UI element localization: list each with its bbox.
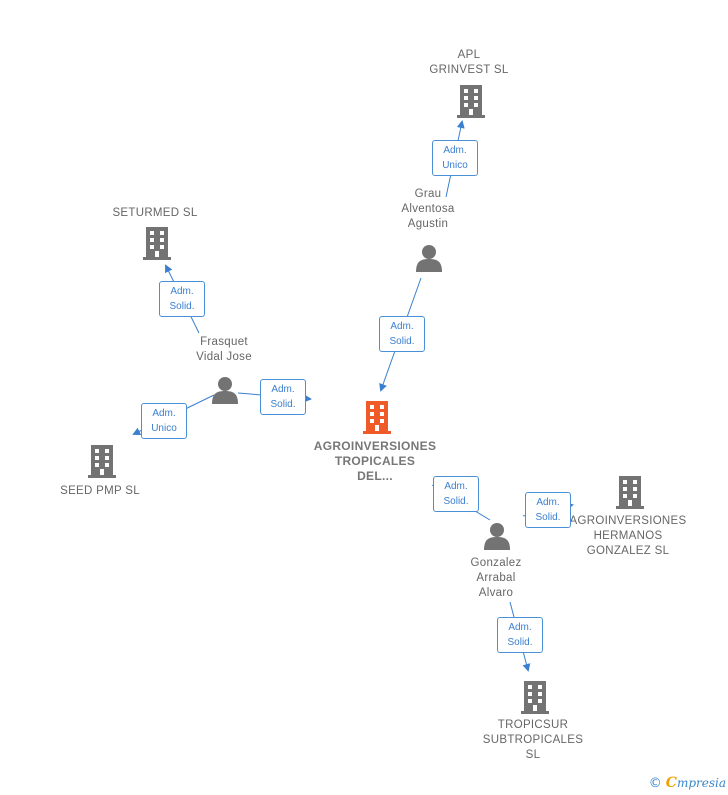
building-icon-agro-hermanos <box>616 476 644 509</box>
node-label-frasquet[interactable]: Frasquet Vidal Jose <box>196 336 252 363</box>
edge-label-gonzalez-tropicsur: Adm. Solid. <box>497 617 543 653</box>
node-label-agro-tropicales[interactable]: AGROINVERSIONES TROPICALES DEL... <box>313 439 437 483</box>
person-icon-frasquet <box>212 377 238 404</box>
edge-label-gonzalez-agro: Adm. Solid. <box>433 476 479 512</box>
node-label-seed[interactable]: SEED PMP SL <box>60 485 140 497</box>
edge-label-grau-agro: Adm. Solid. <box>379 316 425 352</box>
edge-label-frasquet-seturmed: Adm. Solid. <box>159 281 205 317</box>
building-icon-apl <box>457 85 485 118</box>
building-icon-tropicsur <box>521 681 549 714</box>
building-icon-seturmed <box>143 227 171 260</box>
brand-footer[interactable]: ©Cmpresia <box>649 775 726 791</box>
edge-label-frasquet-agro: Adm. Solid. <box>260 379 306 415</box>
edge-label-grau-apl: Adm. Unico <box>432 140 478 176</box>
copyright-icon: © <box>648 776 662 791</box>
node-label-grau[interactable]: Grau Alventosa Agustin <box>401 188 455 230</box>
node-label-agro-hermanos[interactable]: AGROINVERSIONES HERMANOS GONZALEZ SL <box>569 515 687 557</box>
building-icon-agro-tropicales <box>363 401 391 434</box>
edge-label-gonzalez-hermanos: Adm. Solid. <box>525 492 571 528</box>
building-icon-seed <box>88 445 116 478</box>
node-label-gonzalez[interactable]: Gonzalez Arrabal Alvaro <box>470 557 522 599</box>
edge-label-frasquet-seed: Adm. Unico <box>141 403 187 439</box>
node-label-seturmed[interactable]: SETURMED SL <box>112 207 198 219</box>
node-label-apl[interactable]: APL GRINVEST SL <box>429 49 509 76</box>
brand-logo-text: mpresia <box>676 776 726 790</box>
brand-logo-initial: C <box>665 775 677 791</box>
node-label-tropicsur[interactable]: TROPICSUR SUBTROPICALES SL <box>482 719 584 761</box>
person-icon-gonzalez <box>484 523 510 550</box>
person-icon-grau <box>416 245 442 272</box>
